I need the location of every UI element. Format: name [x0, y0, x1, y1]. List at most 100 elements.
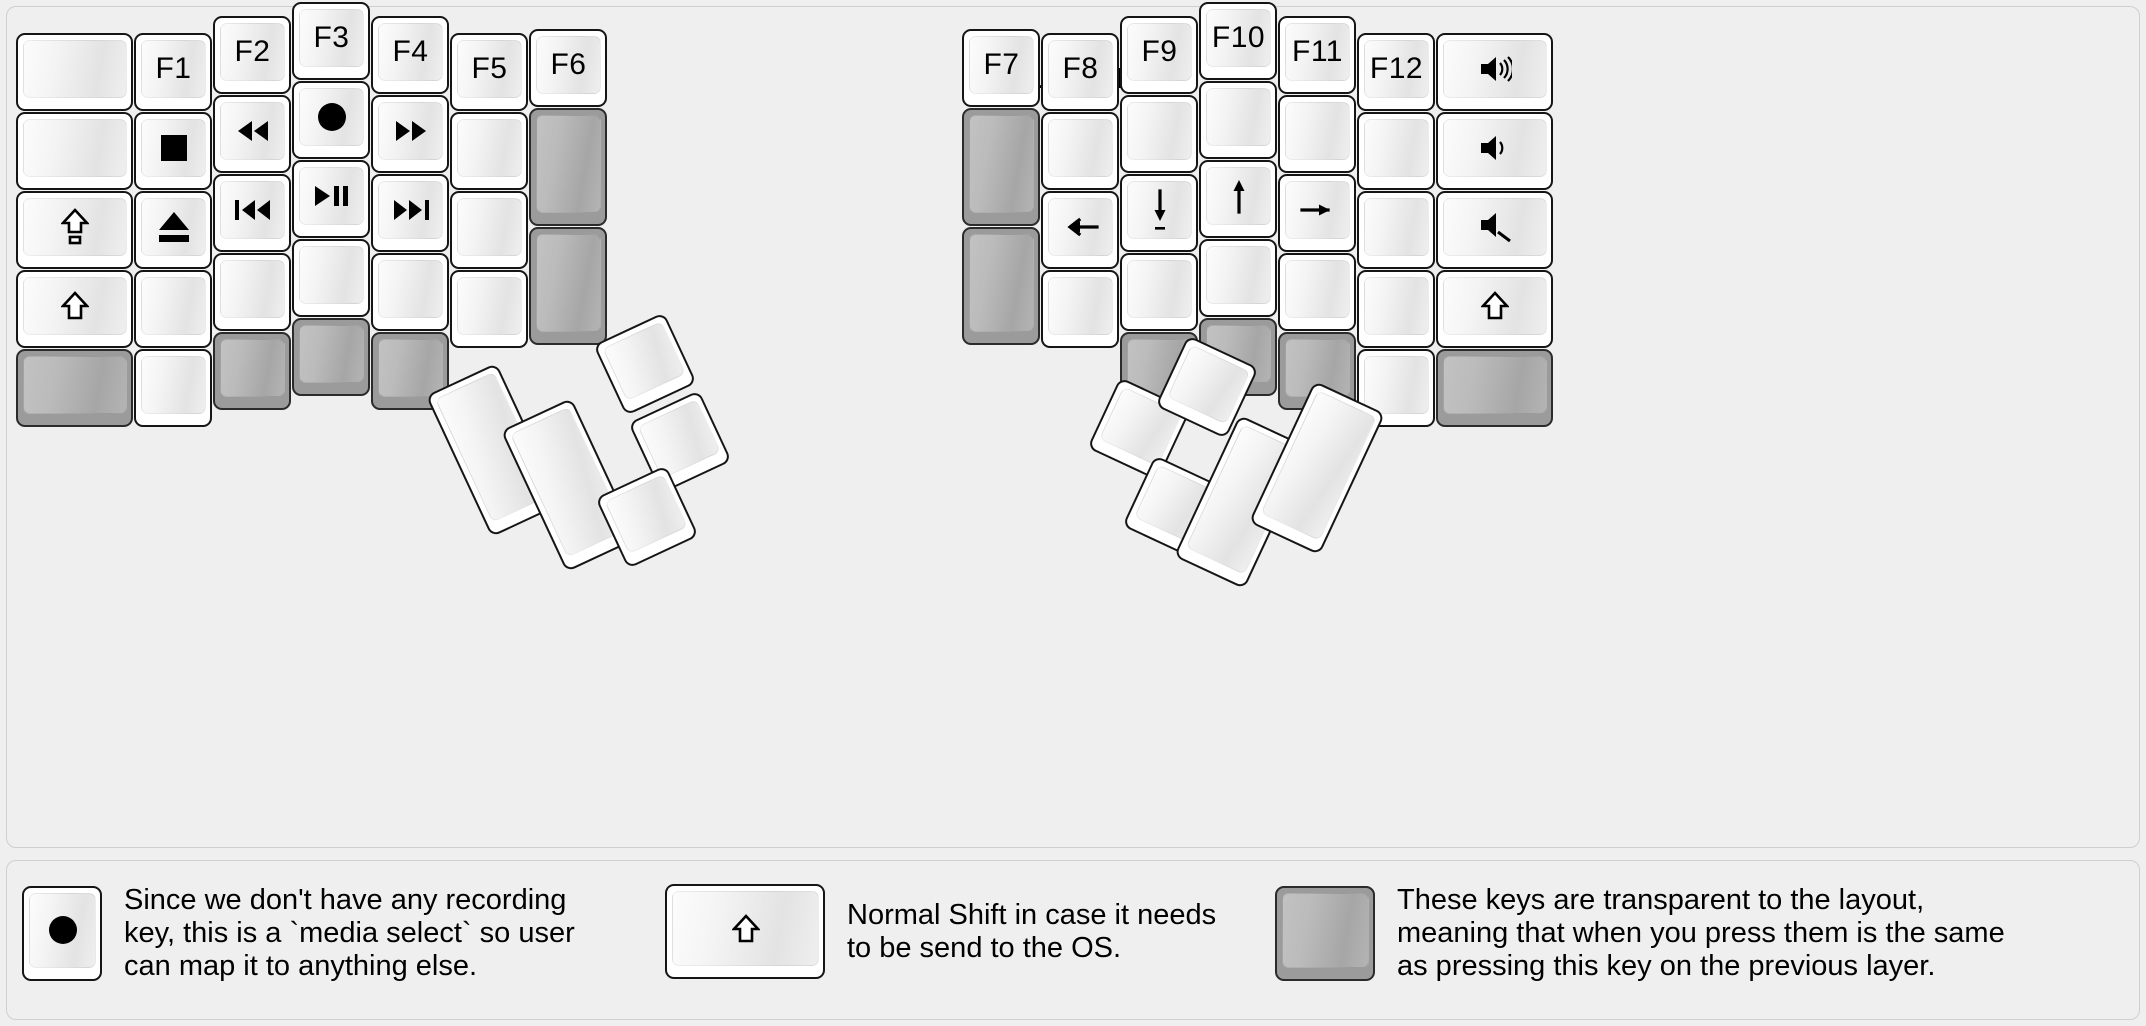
key-cap: F1 — [141, 40, 206, 98]
arrow-up-icon — [1227, 178, 1251, 214]
key-col-R7-r5[interactable] — [1436, 349, 1553, 427]
key-cap — [23, 277, 127, 335]
key-col-L6-r3[interactable] — [450, 191, 528, 269]
key-col-L6-r4[interactable] — [450, 270, 528, 348]
key-cap — [457, 119, 522, 177]
key-label: F8 — [1062, 52, 1099, 85]
key-cap: F5 — [457, 40, 522, 98]
key-cap: F7 — [969, 36, 1034, 94]
key-col-L4-r3[interactable] — [292, 160, 370, 238]
key-col-L7-r1[interactable]: F6 — [529, 29, 607, 107]
key-col-R2-r3[interactable] — [1041, 191, 1119, 269]
key-col-L2-r1[interactable]: F1 — [134, 33, 212, 111]
key-cap — [1048, 119, 1113, 177]
key-cap — [220, 102, 285, 160]
key-cap: F11 — [1285, 23, 1350, 81]
key-col-L3-r5[interactable] — [213, 332, 291, 410]
key-col-R3-r3[interactable] — [1120, 174, 1198, 252]
key-col-L3-r2[interactable] — [213, 95, 291, 173]
key-col-R6-r3[interactable] — [1357, 191, 1435, 269]
key-cap — [672, 891, 819, 966]
key-col-L2-r5[interactable] — [134, 349, 212, 427]
key-col-L7-r2[interactable] — [529, 108, 607, 226]
key-cap — [457, 198, 522, 256]
key-cap — [23, 119, 127, 177]
key-col-R1-r1[interactable]: F7 — [962, 29, 1040, 107]
key-cap — [1443, 277, 1547, 335]
key-col-R6-r2[interactable] — [1357, 112, 1435, 190]
key-col-R7-r4[interactable] — [1436, 270, 1553, 348]
volume-down-icon — [1479, 134, 1512, 162]
key-col-L7-r3[interactable] — [529, 227, 607, 345]
key-col-R3-r1[interactable]: F9 — [1120, 16, 1198, 94]
key-col-L1-r4[interactable] — [16, 270, 133, 348]
key-col-R1-r3[interactable] — [962, 227, 1040, 345]
key-col-L2-r2[interactable] — [134, 112, 212, 190]
arrow-down-icon — [1148, 189, 1172, 231]
key-col-L1-r1[interactable] — [16, 33, 133, 111]
key-col-L3-r1[interactable]: F2 — [213, 16, 291, 94]
key-cap — [378, 181, 443, 239]
key-col-R4-r4[interactable] — [1199, 239, 1277, 317]
key-col-R5-r2[interactable] — [1278, 95, 1356, 173]
key-col-L2-r4[interactable] — [134, 270, 212, 348]
key-col-R7-r2[interactable] — [1436, 112, 1553, 190]
key-col-R3-r4[interactable] — [1120, 253, 1198, 331]
key-col-R2-r2[interactable] — [1041, 112, 1119, 190]
key-cap — [1127, 260, 1192, 318]
key-col-R2-r1[interactable]: F8 — [1041, 33, 1119, 111]
key-col-L5-r2[interactable] — [371, 95, 449, 173]
key-col-L1-r2[interactable] — [16, 112, 133, 190]
key-cap — [1364, 119, 1429, 177]
key-cap: F3 — [299, 9, 364, 67]
key-col-R5-r4[interactable] — [1278, 253, 1356, 331]
key-col-L3-r4[interactable] — [213, 253, 291, 331]
media-eject-icon — [158, 212, 190, 242]
key-col-R6-r1[interactable]: F12 — [1357, 33, 1435, 111]
key-col-L5-r1[interactable]: F4 — [371, 16, 449, 94]
key-col-R5-r3[interactable] — [1278, 174, 1356, 252]
key-col-L4-r4[interactable] — [292, 239, 370, 317]
key-col-R5-r1[interactable]: F11 — [1278, 16, 1356, 94]
legend-text-shift-note: Normal Shift in case it needs to be send… — [847, 898, 1217, 964]
key-cap — [1206, 167, 1271, 225]
key-col-L2-r3[interactable] — [134, 191, 212, 269]
key-label: F2 — [234, 35, 271, 68]
key-cap — [457, 277, 522, 335]
key-col-L3-r3[interactable] — [213, 174, 291, 252]
key-col-L1-r3[interactable] — [16, 191, 133, 269]
key-col-R7-r3[interactable] — [1436, 191, 1553, 269]
key-col-L1-r5[interactable] — [16, 349, 133, 427]
key-cap — [220, 260, 285, 318]
key-col-R1-r2[interactable] — [962, 108, 1040, 226]
key-col-L6-r1[interactable]: F5 — [450, 33, 528, 111]
record-circle-icon — [317, 102, 347, 132]
key-col-L4-r1[interactable]: F3 — [292, 2, 370, 80]
key-col-R4-r1[interactable]: F10 — [1199, 2, 1277, 80]
key-col-R4-r3[interactable] — [1199, 160, 1277, 238]
legend-item-transparent-note: These keys are transparent to the layout… — [1275, 884, 2005, 982]
key-col-L5-r4[interactable] — [371, 253, 449, 331]
key-col-L4-r5[interactable] — [292, 318, 370, 396]
key-col-R7-r1[interactable] — [1436, 33, 1553, 111]
key-col-L4-r2[interactable] — [292, 81, 370, 159]
key-col-R4-r2[interactable] — [1199, 81, 1277, 159]
shift-arrow-icon — [1481, 291, 1509, 321]
key-col-L6-r2[interactable] — [450, 112, 528, 190]
key-col-R2-r4[interactable] — [1041, 270, 1119, 348]
media-rewind-icon — [235, 119, 271, 143]
key-label: F10 — [1211, 21, 1266, 54]
key-col-R3-r2[interactable] — [1120, 95, 1198, 173]
media-next-icon — [392, 198, 430, 222]
key-cap — [1443, 356, 1547, 414]
key-cap — [23, 356, 127, 414]
key-col-R6-r5[interactable] — [1357, 349, 1435, 427]
key-cap — [1364, 198, 1429, 256]
arrow-left-icon — [1063, 215, 1099, 239]
key-col-R6-r4[interactable] — [1357, 270, 1435, 348]
key-cap — [1285, 260, 1350, 318]
key-col-L5-r3[interactable] — [371, 174, 449, 252]
key-cap — [1443, 198, 1547, 256]
legend-item-record-note: Since we don't have any recording key, t… — [22, 884, 575, 982]
key-cap — [141, 277, 206, 335]
